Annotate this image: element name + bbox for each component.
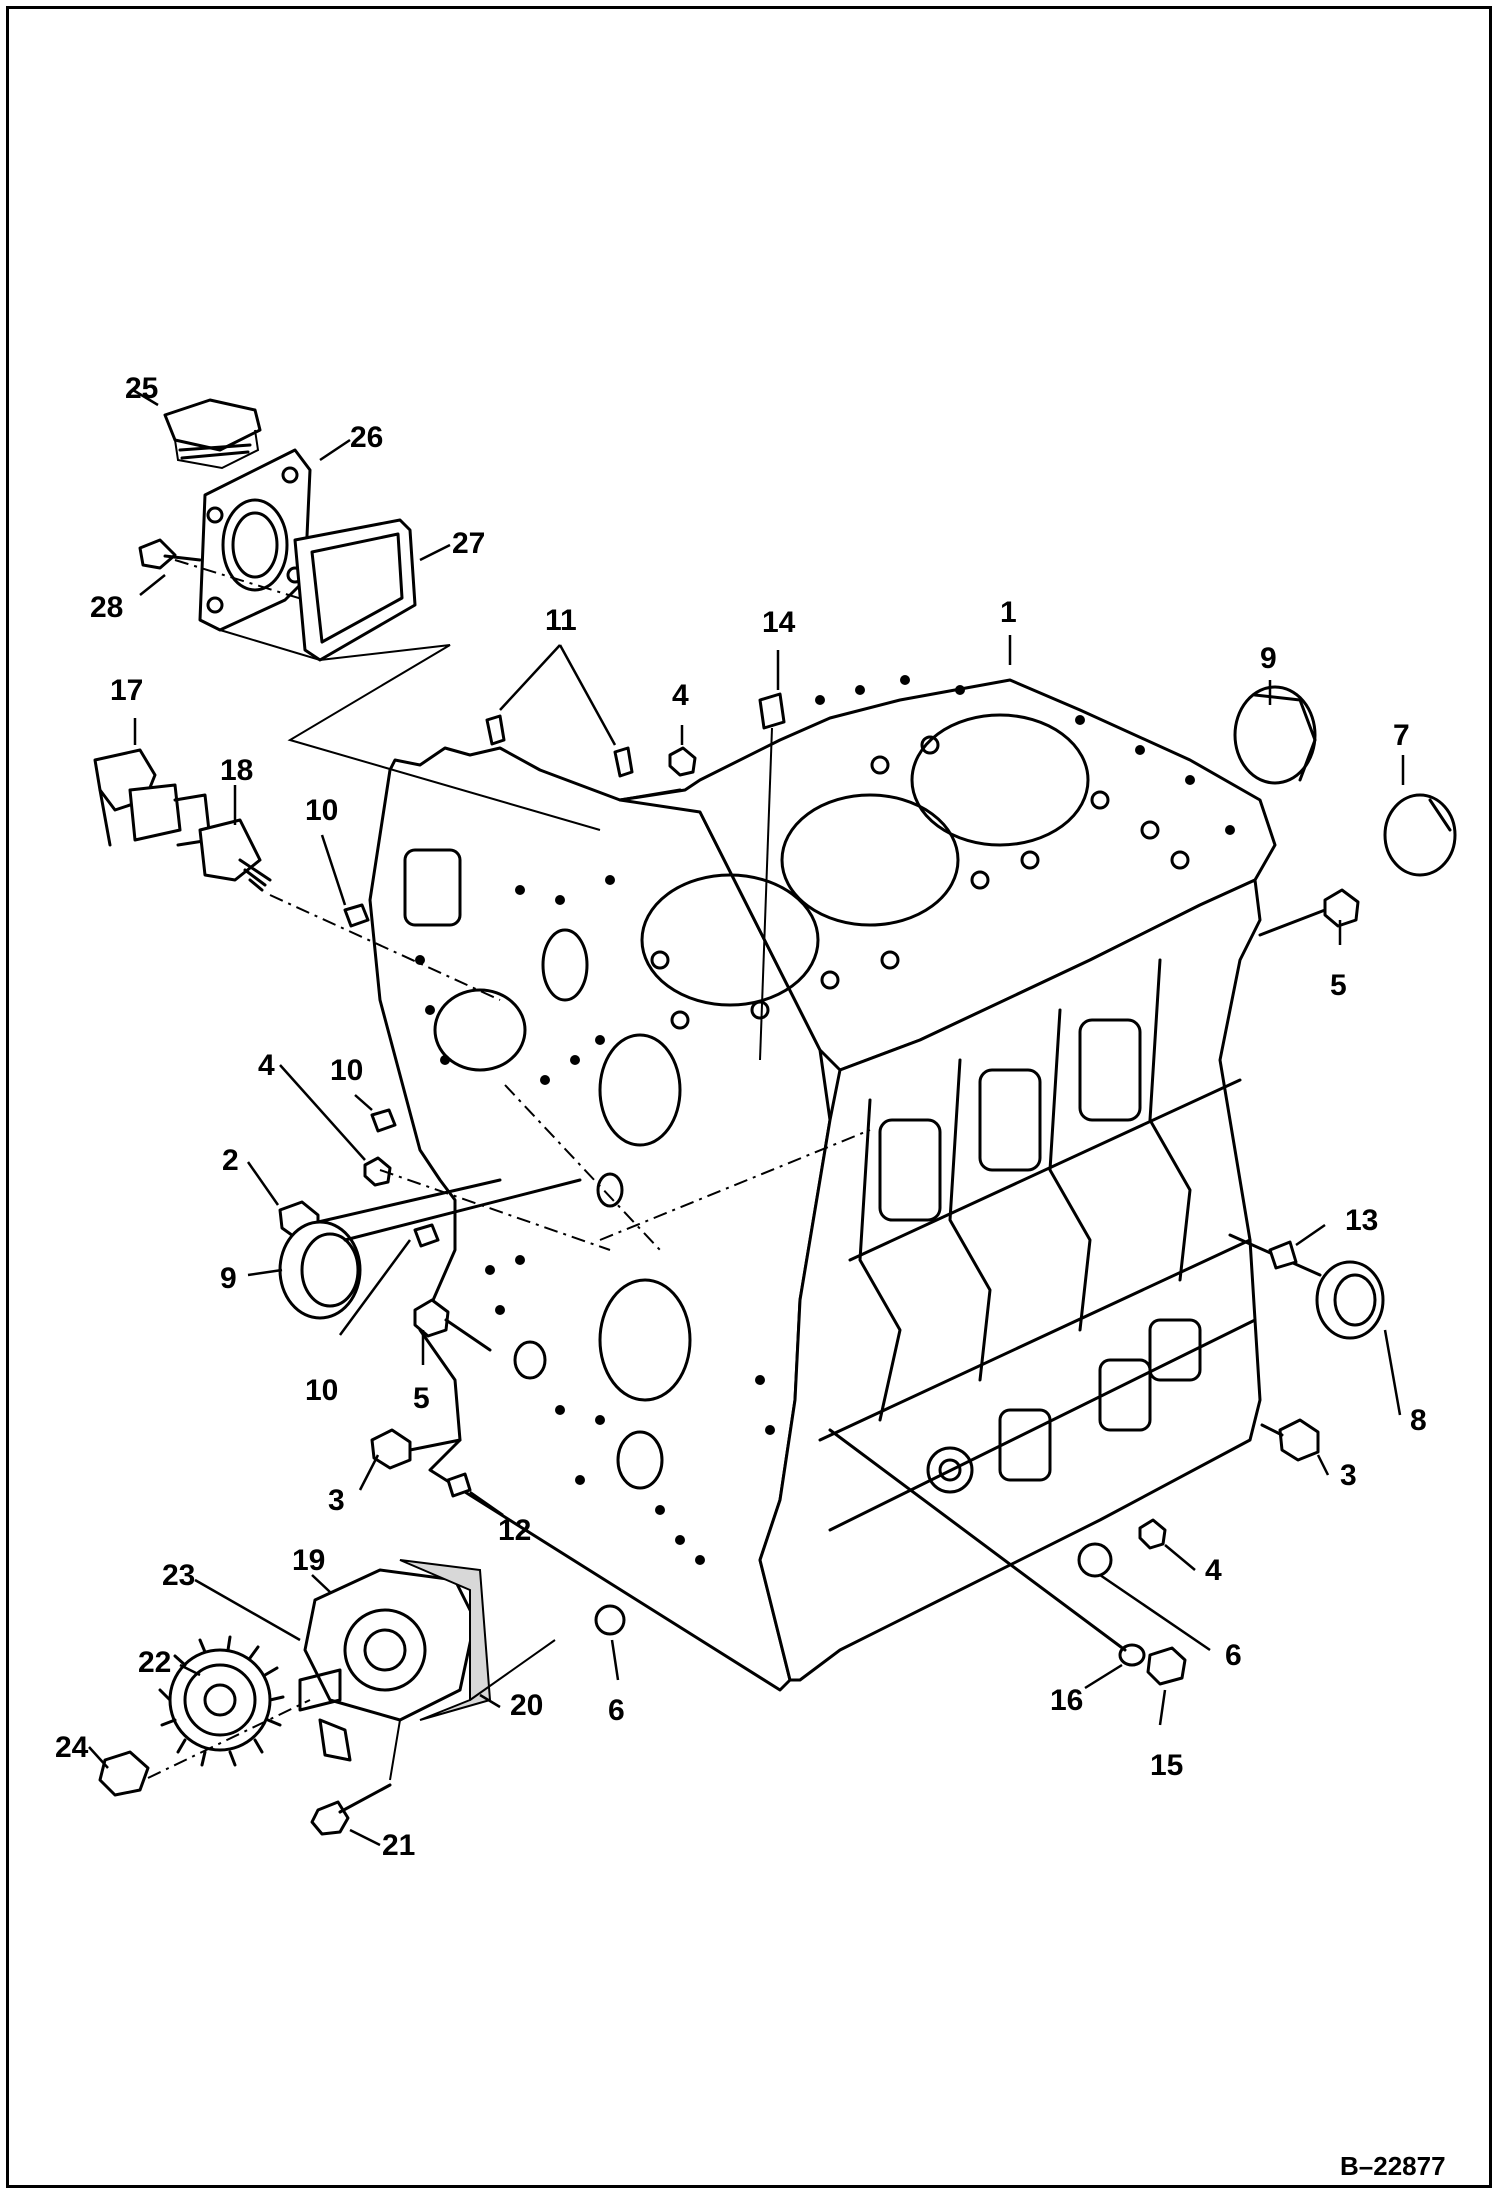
callout-27: 27	[452, 527, 485, 560]
callout-25: 25	[125, 372, 158, 405]
callout-20: 20	[510, 1689, 543, 1722]
callout-4: 4	[1205, 1554, 1222, 1587]
callout-6: 6	[608, 1694, 625, 1727]
callout-24: 24	[55, 1731, 89, 1764]
thermostat-assembly	[138, 398, 601, 831]
callout-10: 10	[305, 1374, 338, 1407]
callout-26: 26	[350, 421, 383, 454]
callout-5: 5	[1330, 969, 1347, 1002]
callout-16: 16	[1050, 1684, 1083, 1717]
callout-11: 11	[545, 604, 577, 637]
cylinder-block	[368, 675, 1277, 1692]
callout-10: 10	[305, 794, 338, 827]
callout-12: 12	[498, 1514, 531, 1547]
drain-cock-assembly	[93, 748, 501, 1001]
callout-17: 17	[110, 674, 143, 707]
callout-15: 15	[1150, 1749, 1183, 1782]
callout-23: 23	[162, 1559, 195, 1592]
diagram-border	[6, 6, 1492, 2188]
callout-28: 28	[90, 591, 123, 624]
callout-14: 14	[762, 606, 796, 639]
small-parts	[278, 685, 1457, 1686]
leader-lines	[88, 388, 1405, 1847]
callout-19: 19	[292, 1544, 325, 1577]
callout-4: 4	[258, 1049, 275, 1082]
callout-labels: 1 2 3 3 4 4 4 5 5 6 6 7 8 9 9 10 10 10 1…	[55, 372, 1446, 2181]
callout-3: 3	[1340, 1459, 1357, 1492]
callout-9: 9	[220, 1262, 237, 1295]
figure-number: B–22877	[1340, 2151, 1446, 2181]
callout-6: 6	[1225, 1639, 1242, 1672]
callout-1: 1	[1000, 596, 1017, 629]
callout-10: 10	[330, 1054, 363, 1087]
callout-7: 7	[1393, 719, 1410, 752]
callout-9: 9	[1260, 642, 1277, 675]
callout-18: 18	[220, 754, 253, 787]
oil-pump-assembly	[98, 1559, 556, 1836]
callout-3: 3	[328, 1484, 345, 1517]
callout-4: 4	[672, 679, 689, 712]
callout-8: 8	[1410, 1404, 1427, 1437]
callout-2: 2	[222, 1144, 239, 1177]
callout-21: 21	[382, 1829, 415, 1862]
callout-22: 22	[138, 1646, 171, 1679]
callout-5: 5	[413, 1382, 430, 1415]
callout-13: 13	[1345, 1204, 1378, 1237]
